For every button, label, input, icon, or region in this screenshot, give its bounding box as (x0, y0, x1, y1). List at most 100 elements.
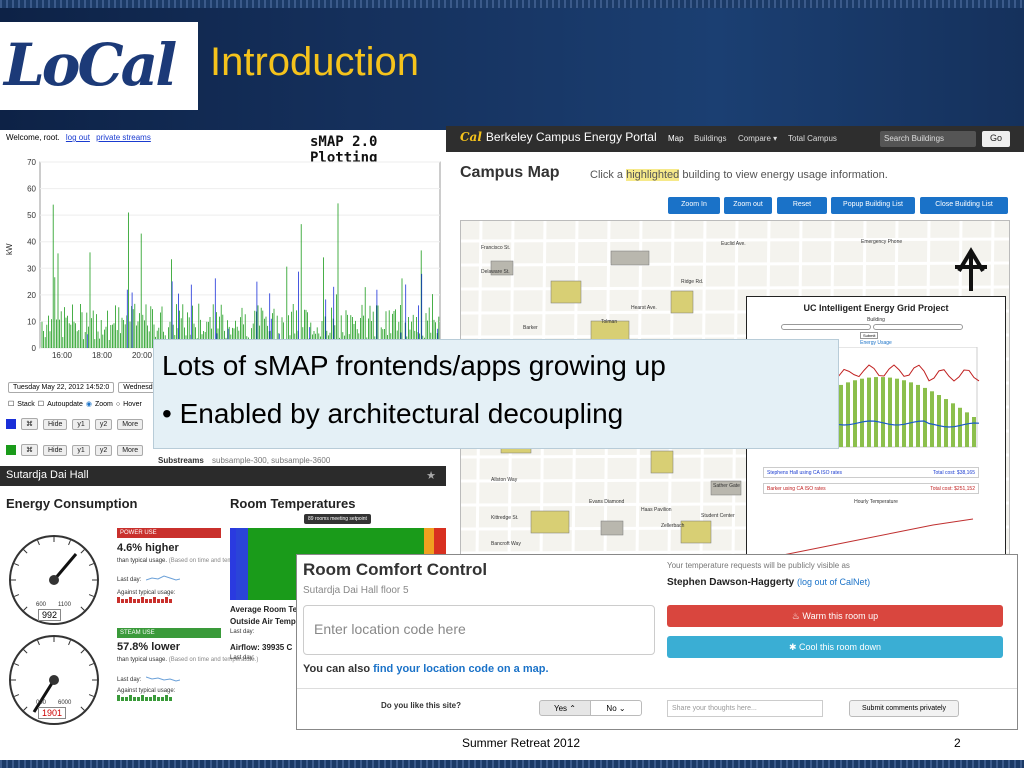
more-dropdown[interactable]: More (117, 418, 144, 430)
usage-bar (153, 597, 156, 603)
page-number: 2 (954, 736, 961, 750)
y2-button[interactable]: y2 (94, 444, 113, 456)
zoom-radio[interactable]: ◉ (85, 401, 92, 408)
usage-bar (149, 697, 152, 701)
gauge-tick (23, 649, 28, 654)
zoom-out-button[interactable]: Zoom out (724, 197, 772, 214)
star-icon[interactable]: ★ (426, 470, 436, 482)
remove-stream-button[interactable]: ⌘ (21, 418, 38, 430)
power-gauge (9, 535, 99, 625)
map-label: Hearst Ave. (631, 305, 657, 311)
search-buildings-input[interactable]: Search Buildings (880, 131, 976, 147)
find-location-link[interactable]: find your location code on a map. (373, 663, 549, 675)
room-divider (297, 688, 1017, 689)
building (650, 450, 674, 474)
submit-comments-button[interactable]: Submit comments privately (849, 700, 959, 717)
building (610, 250, 650, 266)
y1-button[interactable]: y1 (72, 444, 90, 456)
y-tick-label: 40 (27, 238, 36, 247)
steam-sparkline (146, 676, 180, 682)
stream-color-swatch[interactable] (6, 445, 16, 455)
usage-bar (125, 697, 128, 701)
yes-button[interactable]: Yes ⌃ (539, 700, 591, 716)
calnet-logout-link[interactable]: (log out of CalNet) (797, 577, 871, 587)
usage-bar (137, 599, 140, 603)
heatmap-cold-strip (230, 528, 236, 600)
dashboard-title: Sutardja Dai Hall (6, 469, 89, 481)
grid-submit-button[interactable]: Submit (860, 332, 879, 339)
location-code-input[interactable]: Enter location code here (303, 605, 655, 655)
gauge-tick (14, 663, 20, 666)
map-label: Evans Diamond (589, 499, 625, 505)
nav-total-campus[interactable]: Total Campus (788, 134, 837, 143)
remove-stream-button[interactable]: ⌘ (21, 444, 38, 456)
autoupdate-checkbox[interactable]: ☐ (37, 401, 45, 408)
usage-bar (117, 695, 120, 701)
steam-value: 57.8% lower (117, 641, 180, 653)
warm-room-button[interactable]: ♨ Warm this room up (667, 605, 1003, 627)
hover-radio[interactable]: ○ (115, 400, 121, 408)
cost2-total: Total cost: $251,152 (930, 486, 975, 492)
dashboard-titlebar: Sutardja Dai Hall ★ (0, 466, 446, 486)
popup-building-list-button[interactable]: Popup Building List (831, 197, 915, 214)
find-pre: You can also (303, 663, 371, 675)
stream-color-swatch[interactable] (6, 419, 16, 429)
gauge-tick (80, 549, 85, 554)
reset-button[interactable]: Reset (777, 197, 827, 214)
usage-bar (133, 599, 136, 603)
nav-compare[interactable]: Compare ▾ (738, 134, 778, 143)
usage-bar (972, 417, 976, 447)
more-dropdown[interactable]: More (117, 444, 144, 456)
find-location-line: You can also find your location code on … (303, 663, 549, 675)
steam-against-bars (117, 695, 172, 701)
zoom-in-button[interactable]: Zoom In (668, 197, 720, 214)
callout-line-2: • Enabled by architectural decoupling (162, 398, 624, 429)
stream-row-2: ⌘ Hide y1 y2 More (6, 444, 144, 456)
usage-bar (129, 597, 132, 603)
steam-gauge (9, 635, 99, 725)
usage-bar (161, 599, 164, 603)
gauge1-scale-min: 600 (36, 602, 47, 608)
room-last-day: Last day: (230, 629, 255, 635)
cost2-label: Barker using CA ISO rates (767, 486, 826, 492)
close-building-list-button[interactable]: Close Building List (920, 197, 1008, 214)
gauge-tick (37, 640, 40, 646)
logout-link[interactable]: log out (65, 133, 90, 142)
go-button[interactable]: Go (982, 131, 1010, 147)
y-tick-label: 70 (27, 158, 36, 167)
cost1-label: Stephens Hall using CA ISO rates (767, 470, 843, 476)
usage-bar (145, 697, 148, 701)
y1-button[interactable]: y1 (72, 418, 90, 430)
x-tick-label: 16:00 (52, 351, 73, 360)
stack-checkbox[interactable]: ☐ (8, 401, 15, 408)
usage-bar (860, 378, 864, 447)
no-button[interactable]: No ⌄ (590, 700, 642, 716)
substreams-line: Substreams subsample-300, subsample-3600 (158, 456, 330, 465)
y2-button[interactable]: y2 (94, 418, 113, 430)
hide-button[interactable]: Hide (43, 444, 68, 456)
slide-title: Introduction (210, 40, 420, 84)
gauge1-scale-max: 1100 (58, 602, 71, 608)
nav-map[interactable]: Map (668, 134, 684, 143)
share-thoughts-input[interactable]: Share your thoughts here... (667, 700, 823, 717)
usage-bar (149, 599, 152, 603)
gauge-tick (14, 594, 20, 597)
room-comfort-panel: Room Comfort Control Sutardja Dai Hall f… (296, 554, 1018, 730)
private-streams-link[interactable]: private streams (96, 133, 151, 142)
hide-button[interactable]: Hide (43, 418, 68, 430)
gauge-tick (14, 563, 20, 566)
building-select-1[interactable] (781, 324, 871, 330)
y-tick-label: 60 (27, 185, 36, 194)
requests-note: Your temperature requests will be public… (667, 561, 850, 570)
steam-desc-text: than typical usage. (117, 657, 168, 663)
nav-buildings[interactable]: Buildings (694, 134, 727, 143)
y-axis-label: kW (5, 243, 14, 255)
map-label: Zellerbach (661, 523, 685, 529)
gauge-tick (80, 706, 85, 711)
usage-bar (839, 384, 843, 447)
start-time-field[interactable]: Tuesday May 22, 2012 14:52:0 (8, 382, 115, 393)
building-select-2[interactable] (873, 324, 963, 330)
cool-room-button[interactable]: ✱ Cool this room down (667, 636, 1003, 658)
map-label: Student Center (701, 513, 735, 519)
